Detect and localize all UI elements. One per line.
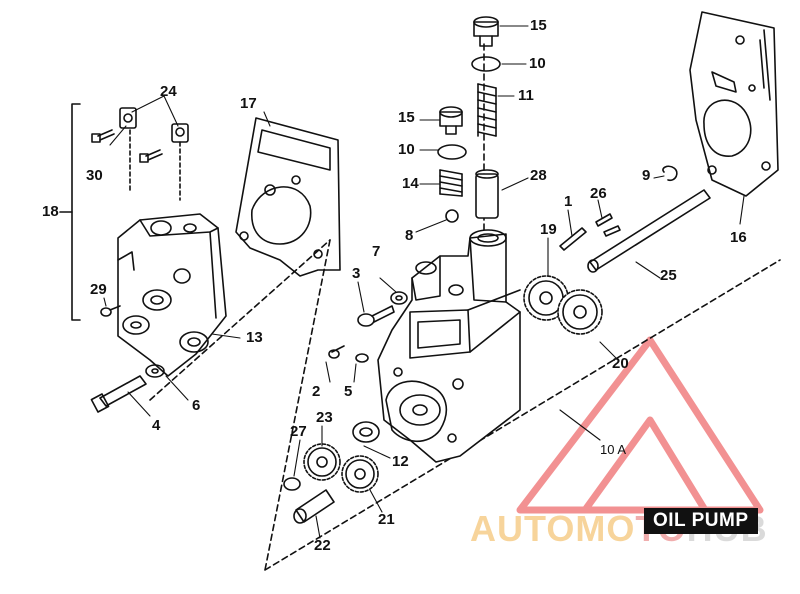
label-15-mid: 15 [398,109,415,126]
gear-23 [303,443,341,481]
screw-29 [100,305,121,317]
label-12: 12 [392,453,409,470]
plug-15-top [473,16,499,47]
label-1: 1 [564,193,573,210]
plug-15-mid [439,106,463,135]
gear-21 [341,455,379,493]
label-5: 5 [344,383,353,400]
label-28: 28 [530,167,547,184]
shaft-25 [587,189,711,273]
label-25: 25 [660,267,677,284]
label-21: 21 [378,511,395,528]
label-3: 3 [352,265,361,282]
washer-5 [355,353,369,363]
washer-6 [145,364,165,378]
keys-26 [595,213,621,237]
spring-11 [477,83,497,137]
label-16: 16 [730,229,747,246]
label-10-top: 10 [529,55,546,72]
cover-plate-16 [689,11,779,197]
watermark-part-1: AUTOMO [470,508,636,549]
label-10a: 10 A [600,442,627,457]
label-27: 27 [290,423,307,440]
ball-8 [445,209,459,223]
gear-20 [557,289,603,335]
label-23: 23 [316,409,333,426]
label-15-top: 15 [530,17,547,34]
oring-10-mid [437,144,467,160]
oring-10-top [471,56,501,72]
pin-27 [283,477,301,491]
label-22: 22 [314,537,331,554]
label-19: 19 [540,221,557,238]
spring-14 [439,169,463,197]
shaft-22 [293,489,335,524]
label-2: 2 [312,383,321,400]
watermark-triangle [516,336,764,514]
label-10-mid: 10 [398,141,415,158]
bolt-4 [90,375,147,413]
label-13: 13 [246,329,263,346]
label-30: 30 [86,167,103,184]
watermark-text: AUTOMOTOHUB [470,508,768,550]
bracket-18 [71,103,81,321]
sleeve-28 [475,169,499,219]
label-4: 4 [152,417,161,434]
label-29: 29 [90,281,107,298]
gasket-17 [235,117,341,277]
label-14: 14 [402,175,419,192]
diagram-title: OIL PUMP [644,508,758,534]
label-26: 26 [590,185,607,202]
pump-cover-13 [117,213,227,377]
washer-7 [390,291,408,305]
screw-2 [328,345,345,359]
label-11: 11 [518,87,534,104]
washer-12 [352,421,380,443]
label-9: 9 [642,167,651,184]
label-17: 17 [240,95,257,112]
label-6: 6 [192,397,201,414]
clip-9 [662,165,678,182]
bolt-3 [357,305,395,327]
label-24: 24 [160,83,177,100]
label-18: 18 [42,203,59,220]
label-20: 20 [612,355,629,372]
label-7: 7 [372,243,381,260]
pump-body-10a [377,229,521,463]
pin-1 [559,227,587,251]
fittings-24-30 [91,107,189,201]
label-8: 8 [405,227,414,244]
